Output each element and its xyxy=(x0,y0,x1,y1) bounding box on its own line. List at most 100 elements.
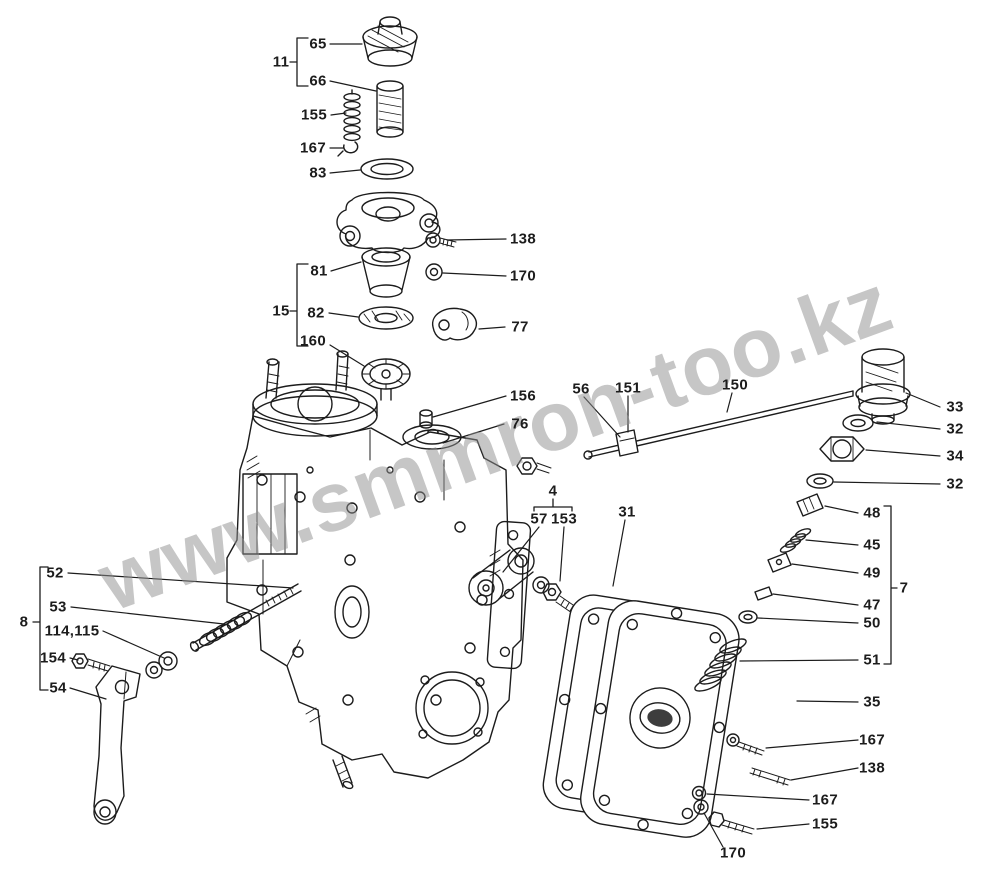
leader-line-54 xyxy=(69,687,107,700)
part-label-138: 138 xyxy=(859,759,885,777)
group-label-8: 8 xyxy=(19,613,29,631)
washers-114-115 xyxy=(145,651,178,679)
leader-line-138 xyxy=(790,767,859,781)
clip-167-part xyxy=(337,141,359,157)
group-label-4: 4 xyxy=(548,482,558,500)
part-label-56: 56 xyxy=(572,380,590,398)
bolt-167-upper xyxy=(726,733,765,756)
part-label-156: 156 xyxy=(510,387,536,405)
part-label-31: 31 xyxy=(618,503,636,521)
washer-32-lower xyxy=(806,473,834,489)
leader-line-154 xyxy=(69,657,79,661)
washer-170-part xyxy=(425,263,443,281)
bolt-57-part xyxy=(542,583,577,614)
leader-line-66 xyxy=(329,80,377,92)
bracket-7 xyxy=(883,505,898,665)
leader-line-155 xyxy=(756,823,810,830)
part-label-34: 34 xyxy=(946,447,964,465)
part-label-170: 170 xyxy=(720,844,746,862)
part-label-138: 138 xyxy=(510,230,536,248)
leader-line-82 xyxy=(328,312,359,318)
spring-51-part xyxy=(694,638,747,692)
cap-part-65 xyxy=(362,16,418,67)
part-label-53: 53 xyxy=(49,598,67,616)
part-label-47: 47 xyxy=(863,596,881,614)
shaft-spring-53 xyxy=(198,611,253,647)
leader-line-167 xyxy=(765,739,859,749)
tappet-link-4 xyxy=(468,547,550,606)
spring-45-part xyxy=(779,528,812,553)
leader-line-138 xyxy=(446,238,507,241)
part-label-54: 54 xyxy=(49,679,67,697)
part-label-170: 170 xyxy=(510,267,536,285)
seal-ring-83 xyxy=(360,158,414,180)
part-label-114-115: 114,115 xyxy=(44,622,100,640)
leader-line-153 xyxy=(559,526,565,582)
bolt-154-part xyxy=(71,653,111,672)
part-label-77: 77 xyxy=(511,318,529,336)
leader-line-32 xyxy=(833,481,941,485)
leader-lines xyxy=(67,43,941,848)
bracket-15 xyxy=(289,263,309,347)
leader-line-50 xyxy=(757,617,859,624)
part-label-48: 48 xyxy=(863,504,881,522)
push-rod-52 xyxy=(189,583,302,652)
leader-line-51 xyxy=(739,659,859,662)
leader-line-81 xyxy=(330,261,362,272)
union-fitting xyxy=(516,457,552,475)
group-label-11: 11 xyxy=(272,53,290,71)
spring-155-part xyxy=(343,89,361,142)
stud-138-lower xyxy=(749,767,791,786)
part-label-32: 32 xyxy=(946,475,964,493)
plug-33 xyxy=(855,348,911,425)
bracket-11 xyxy=(289,37,309,87)
leader-line-170 xyxy=(703,812,724,848)
part-label-45: 45 xyxy=(863,536,881,554)
group-label-15: 15 xyxy=(272,302,290,320)
leader-line-34 xyxy=(865,449,941,457)
part-label-155: 155 xyxy=(301,106,327,124)
leader-line-76 xyxy=(442,423,505,444)
group-brackets xyxy=(32,37,898,691)
part-label-49: 49 xyxy=(863,564,881,582)
leader-line-77 xyxy=(478,326,506,330)
leader-line-47 xyxy=(772,593,859,606)
leader-line-150 xyxy=(726,392,733,413)
part-label-150: 150 xyxy=(722,376,748,394)
pump-body xyxy=(226,383,532,779)
part-label-57: 57 xyxy=(530,510,548,528)
leader-line-49 xyxy=(791,563,859,574)
fork-lever-54 xyxy=(93,665,141,825)
strainer-66 xyxy=(376,80,404,138)
adjuster-wheel-160 xyxy=(361,358,411,401)
part-label-167: 167 xyxy=(300,139,326,157)
part-label-160: 160 xyxy=(300,332,326,350)
part-label-155: 155 xyxy=(812,815,838,833)
part-label-76: 76 xyxy=(511,415,529,433)
bolt-155-lower xyxy=(708,811,755,835)
bracket-4 xyxy=(533,498,573,512)
flange-housing xyxy=(336,191,441,254)
bushing-81 xyxy=(361,247,411,298)
leader-line-52 xyxy=(67,572,294,589)
leader-line-33 xyxy=(905,392,941,408)
leader-line-167 xyxy=(706,793,810,801)
part-label-50: 50 xyxy=(863,614,881,632)
part-label-167: 167 xyxy=(812,791,838,809)
bracket-8 xyxy=(32,566,49,691)
part-label-82: 82 xyxy=(307,304,325,322)
part-label-154: 154 xyxy=(40,649,66,667)
elbow-77 xyxy=(432,307,478,341)
part-label-33: 33 xyxy=(946,398,964,416)
plunger-49 xyxy=(767,552,792,573)
leader-line-53 xyxy=(70,606,225,625)
part-label-81: 81 xyxy=(310,262,328,280)
leader-line-48 xyxy=(824,505,859,514)
leader-line-57 xyxy=(502,526,540,573)
cover-35 xyxy=(580,600,740,838)
part-label-153: 153 xyxy=(551,510,577,528)
leader-line-156 xyxy=(432,395,507,418)
leader-line-56 xyxy=(583,396,621,438)
